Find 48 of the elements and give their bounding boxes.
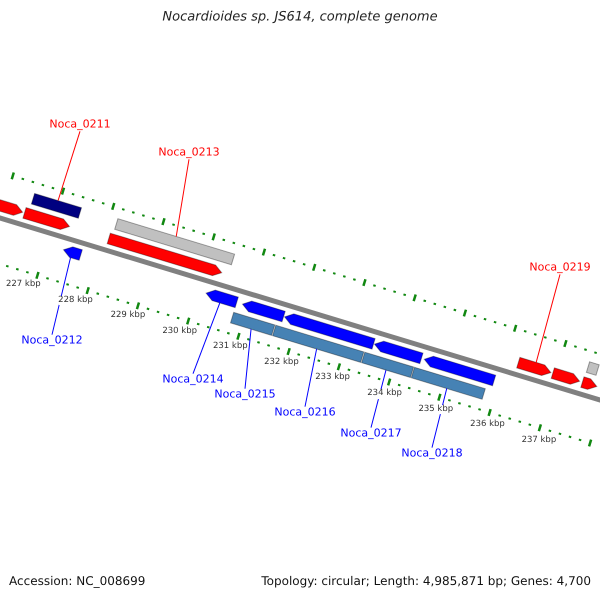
- gene-bar: [30, 192, 82, 219]
- gene-feature-block: [22, 206, 70, 230]
- leader-line: [58, 130, 80, 202]
- gene-label: Noca_0215: [214, 388, 276, 402]
- gene-label: Noca_0211: [49, 118, 111, 132]
- gene-feature-block: [62, 246, 83, 261]
- scale-label: 234 kbp: [367, 389, 402, 400]
- scale-label: 235 kbp: [418, 404, 454, 415]
- gene-bar: [230, 312, 276, 336]
- gene-label: Noca_0212: [21, 334, 83, 348]
- scale-label: 230 kbp: [162, 327, 197, 337]
- map-title: Nocardioides sp. JS614, complete genome: [162, 10, 438, 26]
- gene-feature-block: [580, 376, 598, 390]
- gene-label: Noca_0219: [529, 262, 591, 274]
- gene-feature-block: [0, 196, 24, 216]
- gene-bar: [114, 218, 236, 266]
- gene-feature-block: [423, 356, 496, 386]
- scale-label: 229 kbp: [110, 312, 146, 322]
- gene-label: Noca_0216: [274, 406, 336, 420]
- gene-bar: [360, 352, 414, 378]
- gene-label: Noca_0218: [401, 448, 463, 460]
- gene-feature-block: [205, 290, 239, 308]
- scale-label: 228 kbp: [58, 296, 93, 306]
- gene-label: Noca_0214: [162, 374, 224, 386]
- gene-feature-block: [374, 340, 424, 364]
- genome-info-text: Topology: circular; Length: 4,985,871 bp; Genes: 4,700: [261, 575, 591, 589]
- leader-line: [304, 348, 318, 408]
- gene-bar: [410, 366, 486, 400]
- scale-label: 233 kbp: [315, 374, 350, 384]
- scale-label: 227 kbp: [6, 280, 41, 290]
- gene-label: Noca_0213: [158, 146, 220, 160]
- leader-line: [432, 388, 448, 448]
- leader-line: [176, 158, 190, 237]
- gene-feature-block: [106, 232, 223, 276]
- scale-label: 232 kbp: [264, 358, 299, 368]
- leader-line: [192, 302, 220, 374]
- gene-feature-block: [242, 300, 286, 322]
- gene-label: Noca_0217: [340, 428, 402, 440]
- accession-text: Accession: NC_008699: [9, 575, 146, 589]
- leader-line: [52, 257, 72, 336]
- gene-feature-block: [516, 356, 552, 376]
- gene-feature-block: [284, 313, 376, 350]
- gene-bar: [586, 361, 600, 376]
- leader-line: [244, 328, 252, 390]
- scale-label: 237 kbp: [522, 436, 556, 446]
- scale-label: 231 kbp: [212, 342, 248, 352]
- leader-line: [536, 274, 560, 363]
- scale-label: 236 kbp: [470, 420, 505, 430]
